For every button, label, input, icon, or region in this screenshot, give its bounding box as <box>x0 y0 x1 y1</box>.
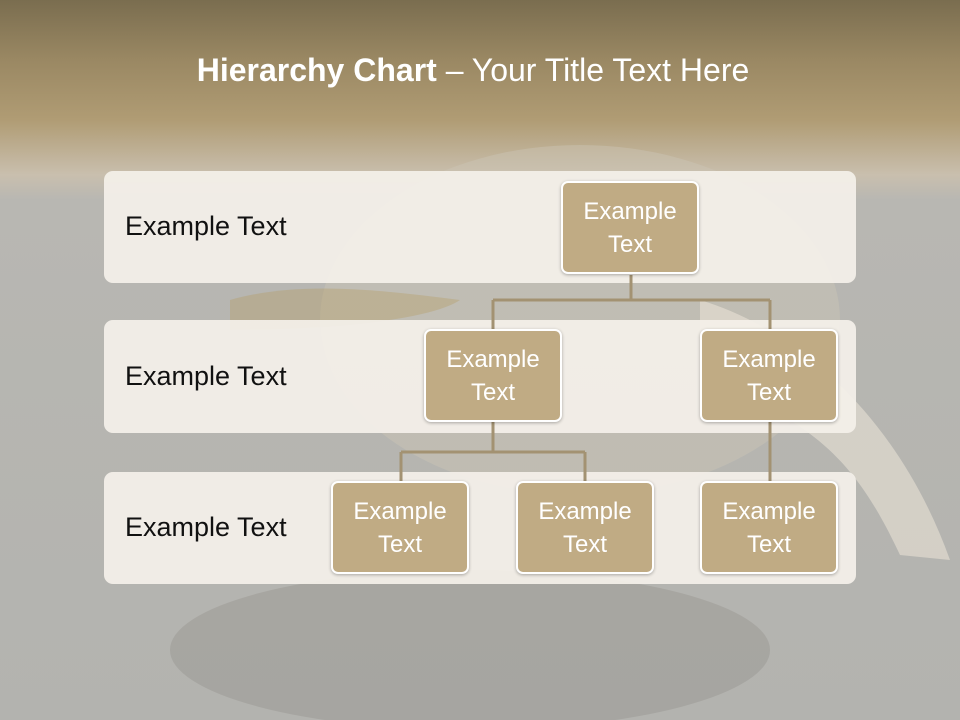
slide-title: Hierarchy Chart – Your Title Text Here <box>0 52 946 89</box>
node-root[interactable]: Example Text <box>561 181 699 274</box>
connector-left-to-level3 <box>399 422 587 482</box>
node-level2-left-label: Example Text <box>446 345 540 406</box>
band-label-2: Example Text <box>125 361 287 391</box>
band-label-3: Example Text <box>125 512 287 542</box>
title-bold: Hierarchy Chart <box>196 52 437 88</box>
node-level3-c-label: Example Text <box>722 497 816 558</box>
title-rest: – Your Title Text Here <box>436 52 750 88</box>
level-band-1: Example Text <box>104 171 856 283</box>
node-level3-a-label: Example Text <box>353 497 447 558</box>
node-level3-b-label: Example Text <box>538 497 632 558</box>
band-label-1: Example Text <box>125 211 287 241</box>
node-level3-b[interactable]: Example Text <box>516 481 654 574</box>
node-level2-right[interactable]: Example Text <box>700 329 838 422</box>
node-level3-a[interactable]: Example Text <box>331 481 469 574</box>
connector-root-to-level2 <box>491 275 772 330</box>
node-level2-left[interactable]: Example Text <box>424 329 562 422</box>
node-level2-right-label: Example Text <box>722 345 816 406</box>
node-level3-c[interactable]: Example Text <box>700 481 838 574</box>
node-root-label: Example Text <box>583 197 677 258</box>
